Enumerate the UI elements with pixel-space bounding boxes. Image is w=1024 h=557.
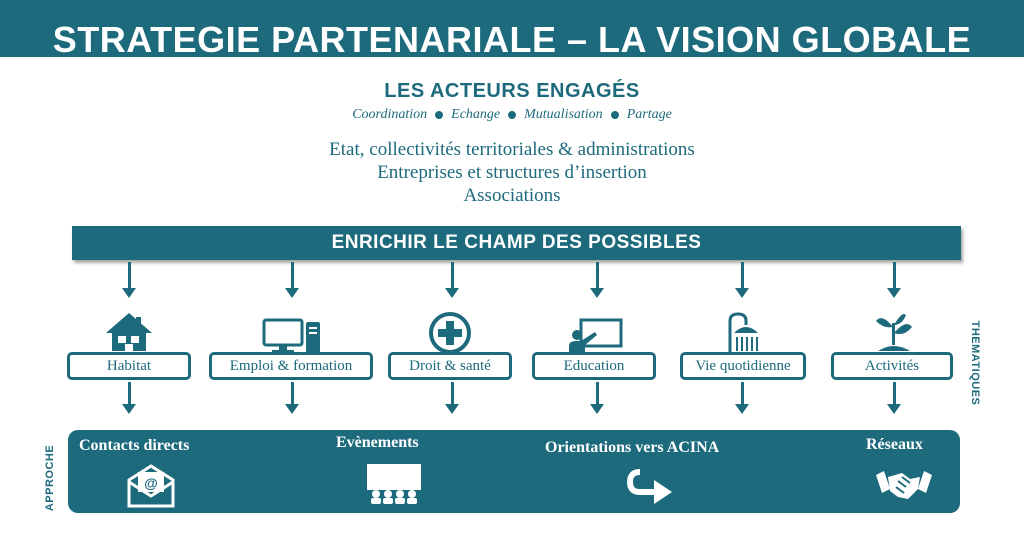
shower-icon (728, 312, 758, 355)
approach-orientations-acina: Orientations vers ACINA (545, 439, 720, 456)
email-envelope-icon: @ (127, 464, 175, 508)
approach-panel (68, 430, 960, 513)
computer-icon (262, 318, 320, 353)
page-title: STRATEGIE PARTENARIALE – LA VISION GLOBA… (52, 19, 972, 60)
arrow-down-icon (445, 382, 459, 414)
arrow-down-icon (445, 262, 459, 298)
actors-title: LES ACTEURS ENGAGÉS (384, 80, 640, 102)
thematiques-text: THEMATIQUES (969, 320, 981, 405)
handshake-icon (876, 471, 932, 499)
actions-row: Coordination Echange Mutualisation Partage (0, 107, 1024, 123)
approche-label: APPROCHE (40, 432, 60, 524)
action-partage: Partage (626, 107, 672, 122)
arrow-down-icon (122, 382, 136, 414)
teacher-board-icon (569, 318, 623, 354)
theme-habitat: Habitat (67, 352, 191, 380)
arrow-down-icon (735, 262, 749, 298)
banner-text: ENRICHIR LE CHAMP DES POSSIBLES (331, 232, 702, 253)
audience-screen-icon (367, 464, 421, 504)
actor-line-state: Etat, collectivités territoriales & admi… (329, 139, 695, 160)
house-icon (106, 313, 152, 351)
approche-text: APPROCHE (44, 444, 56, 512)
theme-education: Education (532, 352, 656, 380)
bullet-dot (610, 110, 619, 119)
redirect-arrow-icon (626, 469, 672, 504)
theme-droit-sante: Droit & santé (388, 352, 512, 380)
arrow-down-icon (590, 382, 604, 414)
svg-text:@: @ (144, 475, 158, 491)
action-coordination: Coordination (352, 107, 428, 122)
arrow-down-icon (590, 262, 604, 298)
medical-cross-icon (429, 312, 471, 354)
arrow-down-icon (887, 262, 901, 298)
approach-reseaux: Réseaux (866, 436, 923, 453)
banner: ENRICHIR LE CHAMP DES POSSIBLES (72, 226, 961, 260)
arrow-down-icon (122, 262, 136, 298)
plant-icon (876, 314, 912, 351)
actor-line-companies: Entreprises et structures d’insertion (377, 162, 647, 183)
title-bar (0, 0, 1024, 57)
arrow-down-icon (285, 382, 299, 414)
theme-activites: Activités (831, 352, 953, 380)
approach-evenements: Evènements (336, 434, 419, 451)
bullet-dot (508, 110, 517, 119)
bullet-dot (435, 110, 444, 119)
arrow-down-icon (285, 262, 299, 298)
thematiques-label: THEMATIQUES (965, 305, 985, 420)
action-echange: Echange (451, 107, 501, 122)
action-mutualisation: Mutualisation (524, 107, 603, 122)
arrow-down-icon (887, 382, 901, 414)
approach-contacts-directs: Contacts directs (79, 437, 190, 454)
theme-emploi-formation: Emploi & formation (209, 352, 373, 380)
actor-line-associations: Associations (463, 185, 561, 206)
theme-vie-quotidienne: Vie quotidienne (680, 352, 806, 380)
arrow-down-icon (735, 382, 749, 414)
